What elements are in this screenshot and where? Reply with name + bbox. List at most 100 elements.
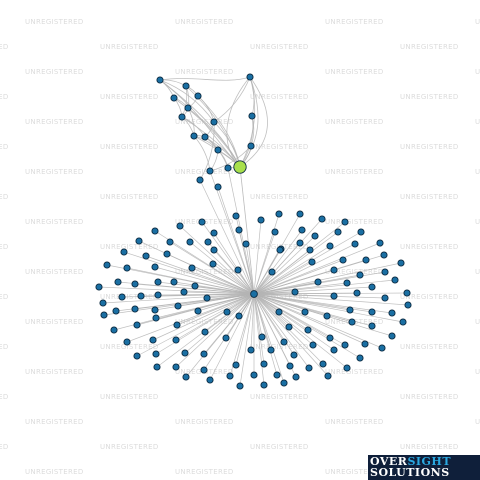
graph-node [118, 293, 126, 301]
graph-edge [253, 293, 404, 323]
graph-node [201, 133, 209, 141]
graph-node [368, 308, 376, 316]
graph-edge [253, 293, 265, 386]
graph-edge [239, 76, 268, 168]
graph-node [330, 292, 338, 300]
graph-node [224, 164, 232, 172]
graph-edge [185, 85, 241, 168]
graph-edge [98, 286, 255, 295]
graph-node [296, 210, 304, 218]
graph-edge [253, 262, 402, 295]
graph-edge [209, 293, 255, 381]
graph-edge [239, 76, 256, 168]
graph-node [103, 261, 111, 269]
graph-edge [253, 242, 301, 295]
graph-edge [239, 293, 255, 387]
graph-node [123, 264, 131, 272]
hub-node [250, 290, 258, 298]
graph-node [194, 92, 202, 100]
graph-edge [253, 242, 381, 295]
graph-node [306, 246, 314, 254]
graph-node [178, 113, 186, 121]
graph-node [381, 294, 389, 302]
graph-node [250, 371, 258, 379]
graph-node [356, 271, 364, 279]
graph-edge [159, 79, 241, 168]
graph-node [95, 283, 103, 291]
graph-node [353, 289, 361, 297]
graph-node [182, 373, 190, 381]
graph-edge [253, 293, 348, 369]
graph-edge [253, 293, 295, 356]
graph-node [182, 82, 190, 90]
graph-node [296, 239, 304, 247]
graph-node [368, 283, 376, 291]
graph-edge [253, 259, 344, 295]
graph-node [292, 373, 300, 381]
graph-node [339, 256, 347, 264]
graph-node [163, 250, 171, 258]
logo-line2: SOLUTIONS [370, 466, 450, 479]
graph-edge [212, 263, 255, 295]
graph-node [200, 350, 208, 358]
graph-edge [173, 97, 241, 168]
graph-node [309, 341, 317, 349]
graph-node [351, 240, 359, 248]
graph-edge [157, 293, 255, 296]
graph-node [362, 256, 370, 264]
graph-edge [126, 293, 255, 343]
graph-edge [239, 76, 259, 168]
graph-node [276, 246, 284, 254]
graph-node [343, 279, 351, 287]
graph-node [210, 118, 218, 126]
graph-edge [155, 293, 255, 355]
graph-node [120, 248, 128, 256]
graph-node [170, 278, 178, 286]
graph-node [223, 308, 231, 316]
graph-edge [253, 271, 273, 295]
graph-node [186, 238, 194, 246]
graph-node [235, 312, 243, 320]
graph-node [206, 167, 214, 175]
graph-node [271, 228, 279, 236]
graph-edge [152, 293, 255, 341]
graph-node [301, 308, 309, 316]
graph-node [242, 240, 250, 248]
graph-node [214, 183, 222, 191]
graph-edge [145, 255, 255, 295]
graph-node [131, 305, 139, 313]
graph-node [176, 222, 184, 230]
graph-node [311, 232, 319, 240]
graph-edge [155, 293, 255, 319]
graph-edge [184, 293, 255, 354]
graph-node [232, 212, 240, 220]
graph-edge [253, 243, 356, 295]
graph-node [246, 73, 254, 81]
graph-node [190, 132, 198, 140]
graph-node [346, 306, 354, 314]
graph-node [258, 333, 266, 341]
graph-node [273, 371, 281, 379]
graph-edge [203, 293, 255, 371]
graph-node [275, 308, 283, 316]
graph-node [285, 323, 293, 331]
graph-node [380, 251, 388, 259]
graph-node [114, 278, 122, 286]
graph-edge [166, 253, 255, 295]
graph-edge [253, 293, 314, 346]
graph-node [298, 226, 306, 234]
graph-edge [253, 292, 358, 295]
graph-node [304, 326, 312, 334]
graph-node [248, 112, 256, 120]
graph-edge [253, 293, 335, 351]
graph-node [172, 363, 180, 371]
graph-edge [253, 249, 281, 295]
graph-edge [253, 231, 339, 295]
graph-edge [185, 293, 255, 378]
graph-edge [253, 249, 311, 295]
graph-node [341, 218, 349, 226]
graph-node [188, 264, 196, 272]
graph-edge [194, 285, 255, 295]
graph-edge [199, 179, 255, 295]
